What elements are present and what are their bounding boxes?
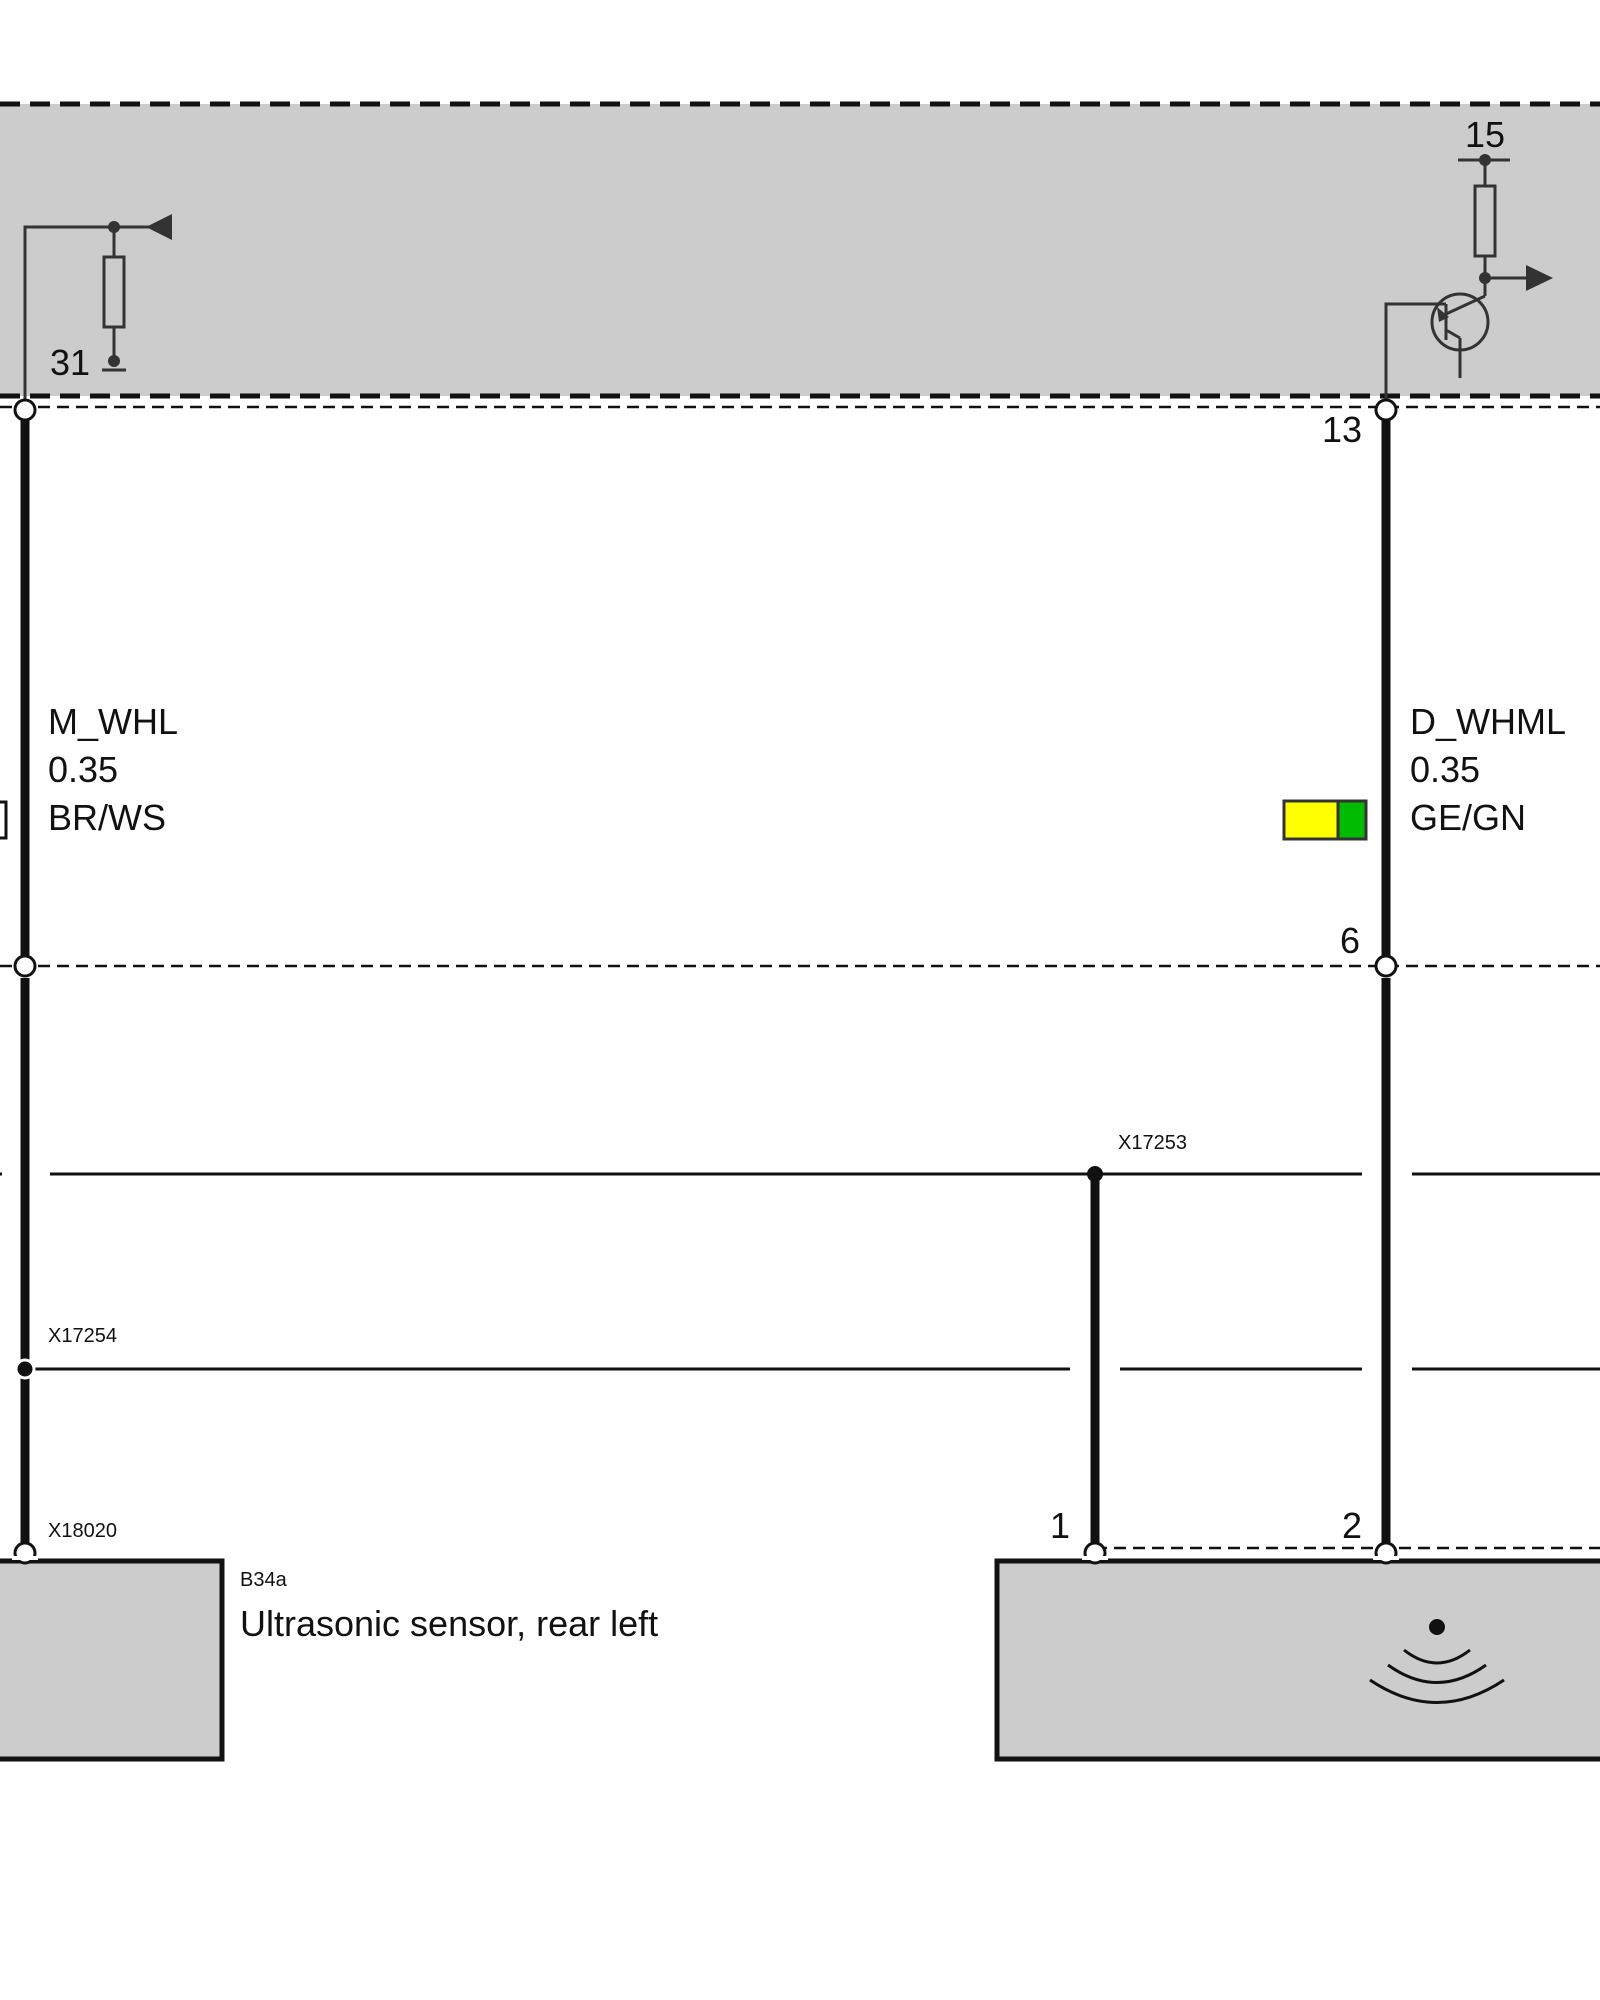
control-unit: 31 15 (0, 101, 1600, 409)
pin-circle-top-right (1374, 398, 1398, 422)
signal-arrow-left-icon (146, 214, 172, 240)
wire-left-name: M_WHL (48, 701, 178, 742)
ultrasonic-wave-arc-2 (1387, 1663, 1487, 1684)
sensor-pin-2-label: 2 (1342, 1505, 1362, 1546)
sensor-pin-mask-left (12, 1556, 38, 1560)
junction-dot-ground (108, 355, 120, 367)
internal-wire-left (23, 225, 114, 407)
transistor-base-wire (1384, 302, 1446, 407)
control-unit-housing (0, 104, 1600, 396)
wire-right-color-swatch (1282, 799, 1368, 841)
wire-right-cross-section: 0.35 (1410, 749, 1480, 790)
splice-dot-x17254 (14, 1358, 36, 1380)
ultrasonic-wave-dot (1429, 1619, 1445, 1635)
wire-left-swatch-edge (0, 800, 8, 840)
splice-dot-x17253 (1087, 1166, 1103, 1182)
wire-left-cross-section: 0.35 (48, 749, 118, 790)
pin-13-label: 13 (1322, 409, 1362, 450)
wire-right-name: D_WHML (1410, 701, 1566, 742)
swatch-yellow (1282, 799, 1340, 841)
wire-right-color-code: GE/GN (1410, 797, 1526, 838)
transistor-collector (1445, 294, 1486, 316)
wire-left-color-code: BR/WS (48, 797, 166, 838)
ground-terminal-label: 31 (50, 342, 90, 383)
sensor-label: Ultrasonic sensor, rear left (240, 1603, 658, 1644)
sensor-plug-label: X18020 (48, 1520, 117, 1542)
mid-pin-circle-left (13, 954, 37, 978)
splice-label-x17254: X17254 (48, 1325, 117, 1347)
sensor-code: B34a (240, 1569, 288, 1591)
transistor-circuit: 15 (1384, 114, 1553, 407)
ultrasonic-wave-icon (1369, 1619, 1505, 1704)
sensor-box-left (0, 1558, 225, 1762)
ultrasonic-wave-arc-1 (1403, 1648, 1471, 1665)
mid-pin-circle-right (1374, 954, 1398, 978)
sensor-pin-1-label: 1 (1050, 1505, 1070, 1546)
ultrasonic-wave-arc-3 (1369, 1678, 1505, 1704)
output-arrow-right-icon (1526, 265, 1553, 291)
transistor-emitter-arrow-icon (1437, 307, 1449, 322)
pull-down-resistor-circuit: 31 (23, 214, 172, 407)
pin-circle-top-left (13, 398, 37, 422)
supply-terminal-label: 15 (1465, 114, 1505, 155)
transistor-emitter (1445, 328, 1461, 340)
sensor-pin-mask-1 (1082, 1556, 1108, 1560)
sensor-box-right (994, 1558, 1600, 1762)
pin-6-label: 6 (1340, 920, 1360, 961)
swatch-green (1336, 799, 1368, 841)
sensor-pin-mask-2 (1373, 1556, 1399, 1560)
splice-label-x17253: X17253 (1118, 1132, 1187, 1154)
